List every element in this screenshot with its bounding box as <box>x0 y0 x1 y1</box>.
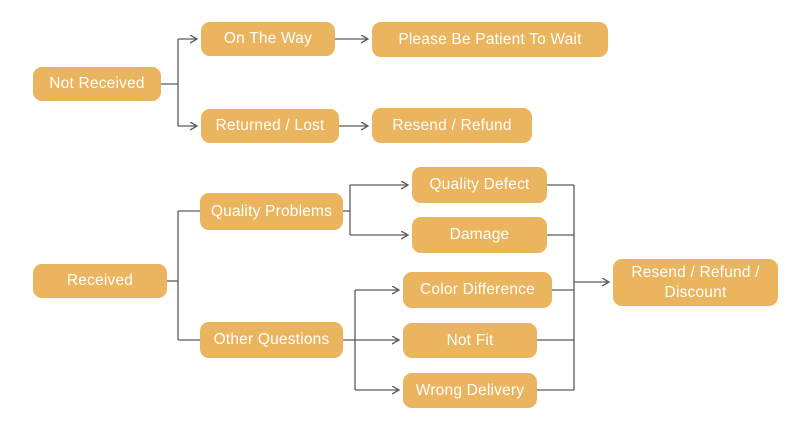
node-on-the-way: On The Way <box>201 22 335 56</box>
node-color-difference: Color Difference <box>403 272 552 308</box>
node-quality-defect: Quality Defect <box>412 167 547 203</box>
node-quality-problems: Quality Problems <box>200 193 343 230</box>
node-not-received: Not Received <box>33 67 161 101</box>
node-not-fit: Not Fit <box>403 323 537 358</box>
node-wrong-delivery: Wrong Delivery <box>403 373 537 408</box>
node-returned-lost: Returned / Lost <box>201 109 339 143</box>
node-damage: Damage <box>412 217 547 253</box>
node-received: Received <box>33 264 167 298</box>
node-resend-refund: Resend / Refund <box>372 108 532 143</box>
node-resend-refund-discount: Resend / Refund / Discount <box>613 259 778 306</box>
node-please-be-patient-to-wait: Please Be Patient To Wait <box>372 22 608 57</box>
node-other-questions: Other Questions <box>200 322 343 358</box>
